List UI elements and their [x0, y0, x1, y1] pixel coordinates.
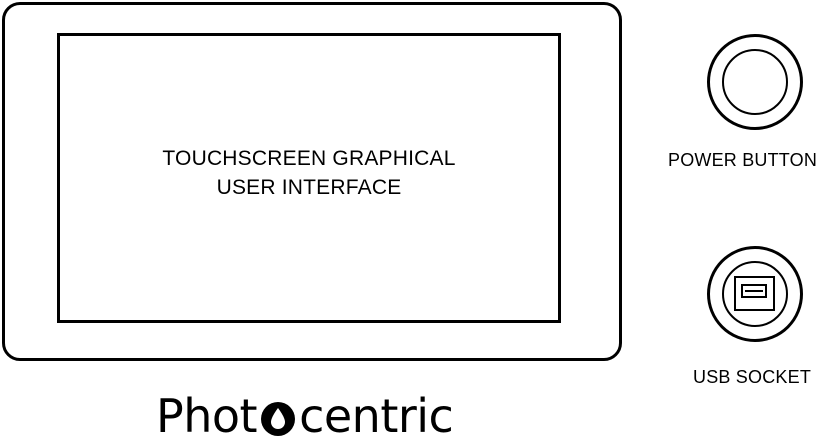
logo-text-end: centric: [299, 389, 454, 443]
touchscreen-label-line2: USER INTERFACE: [216, 176, 402, 199]
logo-text-start: Phot: [156, 389, 258, 443]
touchscreen-label-line1: TOUCHSCREEN GRAPHICAL: [162, 147, 456, 170]
usb-port-icon: [734, 276, 775, 311]
usb-tongue: [741, 284, 767, 298]
power-button[interactable]: [707, 34, 803, 130]
usb-socket-inner-ring: [722, 261, 788, 327]
usb-socket[interactable]: [707, 246, 803, 342]
device-bezel: [2, 2, 622, 361]
power-button-label: POWER BUTTON: [668, 150, 818, 170]
touchscreen-label: TOUCHSCREEN GRAPHICAL USER INTERFACE: [162, 144, 455, 202]
photocentric-logo: Phot centric: [156, 388, 454, 444]
usb-socket-label: USB SOCKET: [693, 367, 812, 387]
touchscreen-area[interactable]: TOUCHSCREEN GRAPHICAL USER INTERFACE: [57, 33, 561, 323]
power-button-inner-ring: [722, 49, 788, 115]
drop-icon: [260, 401, 296, 437]
